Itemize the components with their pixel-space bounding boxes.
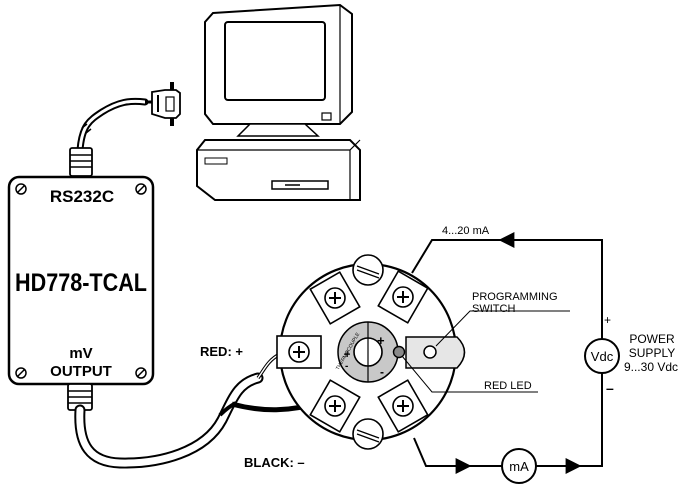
terminal-block: [377, 379, 429, 433]
ammeter-label: mA: [509, 459, 529, 474]
terminal-block: [276, 335, 322, 369]
led-icon: [392, 345, 406, 359]
transmitter: THERMOCOUPLE + - + -: [276, 254, 466, 450]
hub-minus: -: [345, 361, 348, 372]
red-wire-label: RED: +: [200, 344, 243, 359]
power-supply: Vdc + – POWER SUPPLY 9...30 Vdc: [584, 313, 678, 396]
power-minus: –: [606, 380, 614, 396]
switch-label-1: PROGRAMMING: [472, 291, 558, 303]
output-label-2: OUTPUT: [50, 363, 112, 380]
ammeter: mA: [501, 448, 537, 484]
voltmeter-icon: [584, 338, 620, 374]
power-plus: +: [604, 313, 611, 327]
computer-icon: [196, 3, 361, 201]
screw-icon: [15, 183, 147, 379]
hub-plus-right: +: [377, 333, 385, 348]
port-label: RS232C: [50, 187, 114, 206]
model-label: HD778-TCAL: [15, 269, 147, 297]
power-label-2: SUPPLY: [629, 346, 675, 360]
black-wire-label: BLACK: –: [244, 455, 305, 470]
power-label-1: POWER: [629, 332, 675, 346]
led-label: RED LED: [484, 380, 532, 392]
power-label-3: 9...30 Vdc: [624, 360, 678, 374]
callouts: [401, 310, 570, 393]
calibrator-box: RS232C HD778-TCAL mV OUTPUT: [7, 175, 155, 386]
terminal-block: [377, 270, 429, 324]
switch-label-2: SWITCH: [472, 303, 515, 315]
hub-minus-right: -: [380, 365, 384, 379]
terminal-block: [309, 271, 361, 325]
hub-plus: +: [344, 349, 350, 361]
serial-cable: [69, 82, 181, 177]
output-label-1: mV: [69, 345, 92, 362]
current-label: 4...20 mA: [442, 225, 490, 237]
screw-icon: [352, 254, 384, 450]
ammeter-icon: [501, 448, 537, 484]
voltmeter-label: Vdc: [591, 349, 614, 364]
terminal-block: [309, 379, 361, 433]
